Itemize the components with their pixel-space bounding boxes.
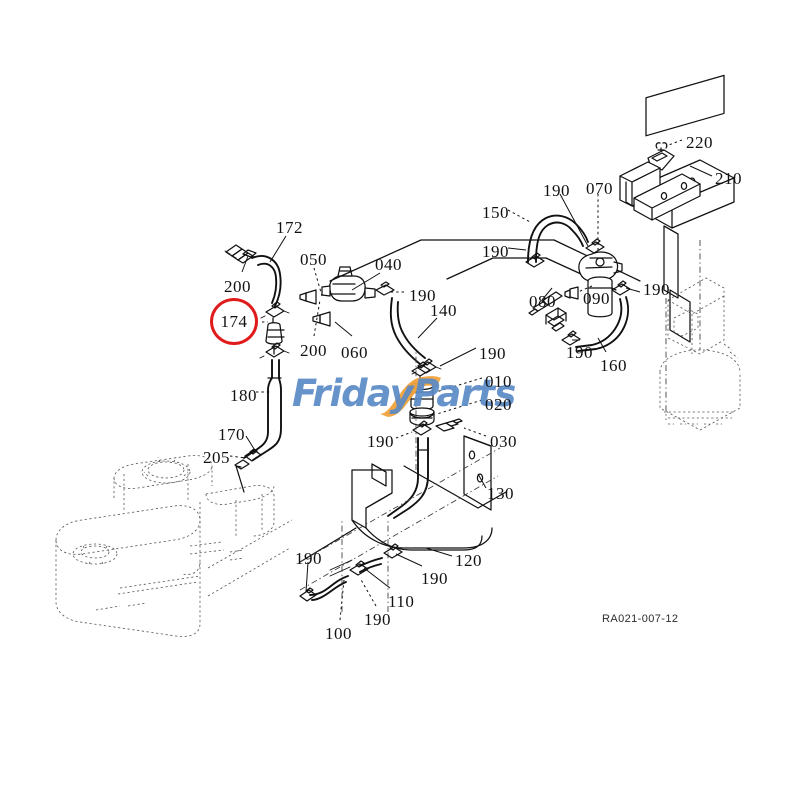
part-080-bolt <box>528 291 563 316</box>
part-label-190: 190 <box>364 610 391 629</box>
clamp-160-left <box>561 330 581 346</box>
part-label-190: 190 <box>482 242 509 261</box>
part-label-210: 210 <box>715 169 742 188</box>
part-180-hose <box>234 359 282 470</box>
chassis-frame-center <box>299 350 507 612</box>
part-label-220: 220 <box>686 133 713 152</box>
part-label-172: 172 <box>276 218 303 237</box>
part-fuel-tank <box>55 455 293 637</box>
hose-pump-to-chassis <box>387 437 429 519</box>
clamp-below-pump <box>412 420 432 436</box>
fitting-205 <box>244 448 262 462</box>
highlight-callout-number: 174 <box>220 311 248 331</box>
part-label-070: 070 <box>586 179 613 198</box>
fitting-200-upper <box>224 244 257 264</box>
chassis-ghost-right <box>659 240 741 431</box>
part-label-010: 010 <box>485 372 512 391</box>
part-label-060: 060 <box>341 343 368 362</box>
clamp-150-bottom <box>525 252 545 268</box>
drawing-code: RA021-007-12 <box>602 613 679 625</box>
clamp-110 <box>349 560 369 576</box>
highlight-callout-174: 174 <box>210 298 258 345</box>
part-label-140: 140 <box>430 301 457 320</box>
part-label-130: 130 <box>487 484 514 503</box>
clamp-above-pump <box>411 361 431 377</box>
part-label-180: 180 <box>230 386 257 405</box>
part-label-110: 110 <box>388 592 415 611</box>
part-label-190: 190 <box>643 280 670 299</box>
part-label-100: 100 <box>325 624 352 643</box>
part-label-190: 190 <box>479 344 506 363</box>
part-030-fitting <box>435 418 463 432</box>
part-group-040-valve <box>299 266 395 327</box>
part-label-170: 170 <box>218 425 245 444</box>
fitting-bottom-left <box>545 307 567 332</box>
part-label-120: 120 <box>455 551 482 570</box>
part-130-bracket <box>463 435 492 511</box>
part-group-lower-hoses <box>299 543 403 602</box>
part-label-190: 190 <box>295 549 322 568</box>
part-group-010-020-pump <box>409 361 463 436</box>
part-label-050: 050 <box>300 250 327 269</box>
part-label-190: 190 <box>367 432 394 451</box>
part-label-090: 090 <box>583 289 610 308</box>
part-label-020: 020 <box>485 395 512 414</box>
part-label-160: 160 <box>600 356 627 375</box>
part-label-190: 190 <box>543 181 570 200</box>
leader-lines <box>229 139 713 621</box>
part-label-205: 205 <box>203 448 230 467</box>
part-label-190: 190 <box>409 286 436 305</box>
clamp-after-valve <box>375 281 395 296</box>
clamp-upper <box>260 301 290 319</box>
part-group-210-bracket <box>619 74 735 299</box>
part-050-fitting <box>299 289 317 305</box>
part-label-190: 190 <box>421 569 448 588</box>
clamp-120 <box>383 543 403 559</box>
part-label-150: 150 <box>482 203 509 222</box>
part-174-inline-filter <box>259 317 290 359</box>
part-label-040: 040 <box>375 255 402 274</box>
part-label-080: 080 <box>529 292 556 311</box>
part-label-200: 200 <box>224 277 251 296</box>
part-090-plug <box>564 286 579 300</box>
part-label-200: 200 <box>300 341 327 360</box>
part-label-190: 190 <box>566 343 593 362</box>
part-group-172-hose <box>224 244 290 319</box>
clamp-150-right <box>585 238 605 254</box>
part-060-fitting <box>312 311 331 327</box>
part-group-070-filter <box>525 214 631 352</box>
part-label-030: 030 <box>490 432 517 451</box>
